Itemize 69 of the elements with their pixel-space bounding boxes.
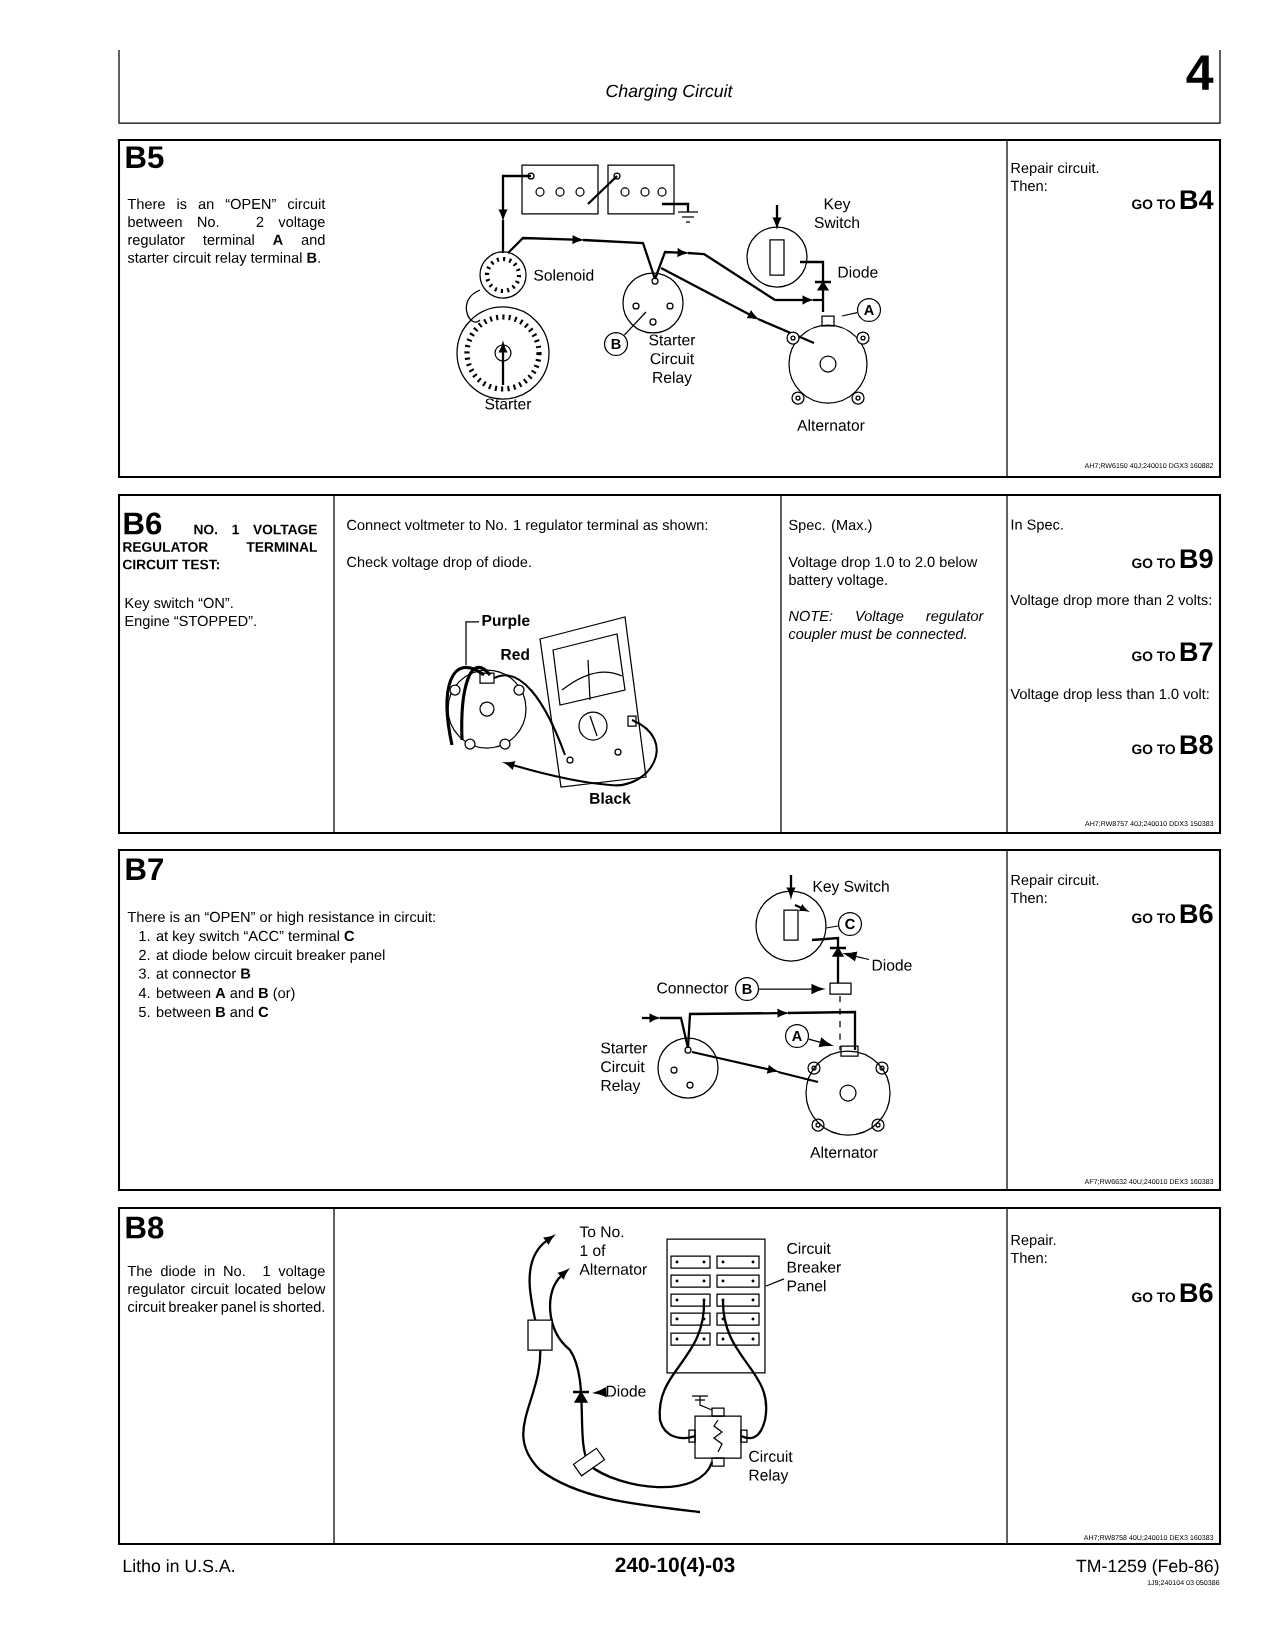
instruction-text: Spec. (Max.) (789, 519, 872, 534)
instruction-text: Engine “STOPPED”. (125, 615, 256, 630)
note-text: NOTE: Voltage regulator coupler must be connected. (788, 610, 984, 642)
leader-line (594, 1387, 607, 1397)
section-number: B8 (126, 1216, 164, 1239)
leader-line (764, 1278, 785, 1287)
go-to-text: GO TO (1132, 651, 1176, 662)
callout-letter: C (837, 911, 863, 937)
component-label: Alternator (810, 1146, 878, 1158)
footer-text: TM-1259 (Feb-86) (1076, 1559, 1219, 1576)
go-to-text: GO TO (1132, 199, 1176, 210)
callout-letter: A (784, 1023, 810, 1049)
leader-line (844, 951, 870, 961)
component-label: Starter (485, 398, 532, 410)
instruction-text: Repair circuit. Then: (1010, 162, 1099, 192)
instruction-text: Repair. Then: (1010, 1234, 1056, 1264)
leader-line (825, 925, 839, 929)
go-to-text: GO TO (1132, 913, 1176, 924)
page-number: 240-10(4)-03 (615, 1556, 735, 1577)
wire-color-label: Red (501, 648, 529, 660)
breaker-panel (666, 1238, 766, 1374)
step-reference: B9 (1180, 549, 1213, 569)
instruction-text: There is an “OPEN” or high resistance in circuit: (127, 911, 435, 926)
leader-line (841, 312, 858, 317)
component-label: Starter Circuit Relay (601, 1042, 648, 1095)
step-reference: B6 (1180, 904, 1213, 924)
chapter-number: 4 (1186, 55, 1214, 90)
go-to-text: GO TO (1132, 744, 1176, 755)
callout-label: Diode (872, 959, 912, 971)
instruction-text: The diode in No. 1 voltage regulator circuit located below circuit breaker panel is shorted. (127, 1265, 326, 1315)
go-to-text: GO TO (1132, 558, 1176, 569)
go-to-text: GO TO (1132, 1292, 1176, 1303)
callout-letter: A (856, 297, 882, 323)
step-reference: B6 (1180, 1283, 1213, 1303)
wire-color-label: Black (590, 792, 631, 804)
callout-label: Circuit Breaker Panel (787, 1242, 841, 1292)
instruction-text: Repair circuit. Then: (1010, 874, 1099, 904)
page-title: Charging Circuit (606, 84, 734, 101)
leader-line (465, 621, 480, 666)
leader-line (808, 1037, 833, 1047)
component-label: Alternator (797, 419, 865, 431)
instruction-text: There is an “OPEN” circuit between No. 2 voltage regulator terminal A and starter circuit relay terminal B. (127, 198, 326, 266)
list-item: 2. at diode below circuit breaker panel (139, 949, 385, 964)
callout-label: Diode (606, 1385, 646, 1397)
instruction-text: Voltage drop more than 2 volts: (1010, 594, 1211, 609)
section-number: B7 (126, 858, 163, 880)
step-reference: B4 (1180, 190, 1214, 209)
instruction-text: Voltage drop 1.0 to 2.0 below battery voltage. (788, 556, 978, 588)
leader-line (758, 984, 824, 994)
list-item: 3. at connector B (138, 968, 251, 979)
callout-label: Purple (482, 614, 530, 630)
instruction-text: Check voltage drop of diode. (347, 556, 531, 571)
list-item: 4. between A and B (or) (138, 987, 295, 1001)
instruction-text: Connect voltmeter to No. 1 regulator terminal as shown: (347, 519, 708, 534)
component-label: Starter Circuit Relay (649, 334, 696, 387)
callout-letter: B (603, 331, 629, 357)
instruction-text: Key switch “ON”. (125, 597, 233, 612)
instruction-text: Voltage drop less than 1.0 volt: (1010, 688, 1209, 703)
callout-letter: B (734, 976, 760, 1002)
footer-text: Litho in U.S.A. (123, 1559, 234, 1573)
component-label: Circuit Relay (749, 1450, 793, 1484)
list-item: 1. at key switch “ACC” terminal C (139, 930, 355, 945)
instruction-text: In Spec. (1011, 519, 1063, 533)
list-item: 5. between B and C (139, 1006, 269, 1018)
step-reference: B8 (1180, 735, 1213, 755)
section-number: B5 (126, 146, 164, 169)
component-label: Key Switch (814, 198, 859, 229)
step-reference: B7 (1180, 642, 1213, 661)
leader-line (623, 311, 647, 336)
